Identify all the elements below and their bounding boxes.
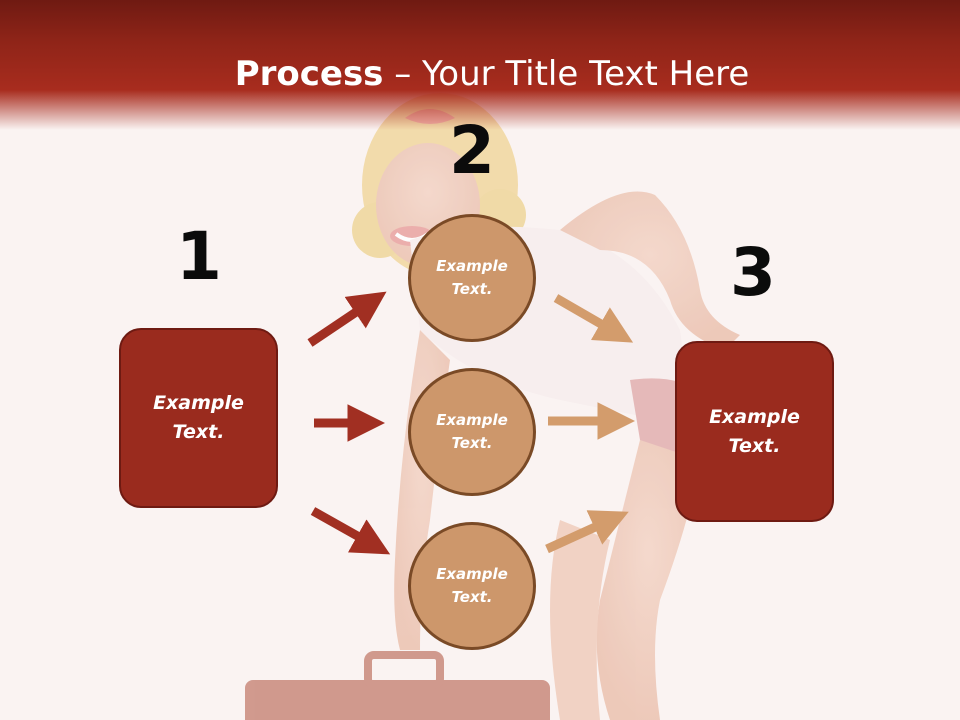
step-number-2: 2	[449, 112, 495, 189]
step-3-box: Example Text.	[675, 341, 834, 522]
title-bold-text: Process	[234, 54, 384, 94]
step-1-text: Example Text.	[153, 392, 244, 443]
step-3-text: Example Text.	[709, 405, 800, 457]
title-bar	[0, 0, 960, 130]
step-number-1: 1	[176, 218, 222, 295]
arrow-1-to-node-bottom	[310, 507, 391, 555]
node-top-circle: Example Text.	[408, 214, 536, 342]
step-number-3: 3	[730, 234, 776, 311]
node-bottom-circle: Example Text.	[408, 522, 536, 650]
arrow-node-top-to-3	[553, 294, 634, 343]
node-middle-text: Example Text.	[436, 411, 508, 452]
node-top-text: Example Text.	[436, 257, 508, 298]
step-1-box: Example Text.	[119, 328, 278, 508]
arrow-1-to-node-top	[307, 291, 387, 347]
arrow-node-bottom-to-3	[545, 510, 629, 554]
title-rest-text: – Your Title Text Here	[383, 54, 750, 94]
node-bottom-text: Example Text.	[436, 565, 508, 606]
slide-title: Process – Your Title Text Here	[0, 52, 960, 96]
node-middle-circle: Example Text.	[408, 368, 536, 496]
